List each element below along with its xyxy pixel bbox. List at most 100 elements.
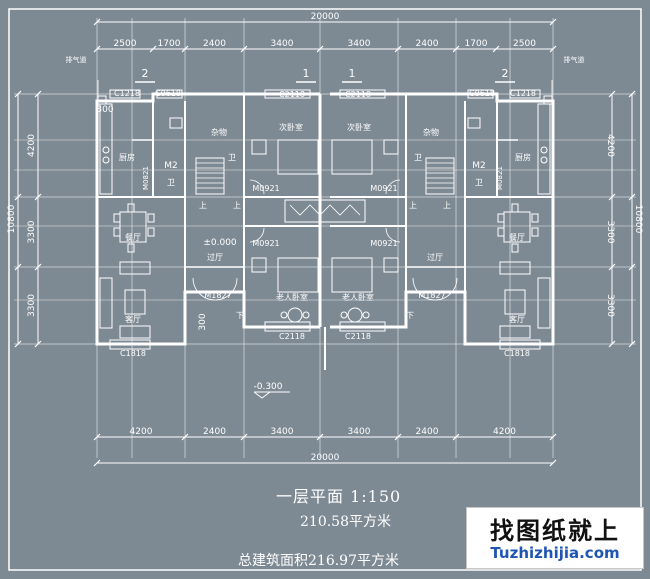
- dim-tick: [14, 193, 22, 201]
- dim-small-300: 300: [96, 105, 113, 115]
- toilet: [169, 117, 183, 129]
- door-swing: [192, 277, 216, 301]
- watermark-brand: 找图纸就上 Tuzhizhijia.com: [466, 507, 644, 569]
- exhaust-duct: [543, 95, 553, 105]
- sofa: [537, 277, 551, 329]
- level-triangle: [253, 391, 272, 399]
- dim-left-segment: 4200: [27, 134, 37, 157]
- dining-chair: [147, 227, 155, 237]
- room-label-exhaust: 排气道: [564, 55, 585, 64]
- window: [339, 89, 386, 99]
- window: [339, 321, 386, 332]
- nightstand: [383, 257, 399, 273]
- dim-tick: [34, 193, 42, 201]
- section-mark: 1: [349, 67, 356, 80]
- dining-chair: [113, 227, 121, 237]
- section-mark: 2: [502, 67, 509, 80]
- tv-cabinet: [119, 261, 151, 275]
- room-label-storage: 杂物: [211, 127, 227, 137]
- dim-tick: [608, 263, 616, 271]
- dim-tick: [394, 433, 402, 441]
- window-label-c2118: C2118: [279, 90, 305, 99]
- door-label-m1827: M1827: [204, 291, 231, 300]
- bed: [277, 257, 319, 293]
- dim-tick: [628, 340, 636, 348]
- dim-tick: [14, 263, 22, 271]
- bed: [331, 139, 373, 175]
- dim-small-300: 300: [198, 313, 208, 330]
- stove-burner: [540, 156, 548, 164]
- dim-right-segment: 3300: [605, 294, 615, 317]
- window-label-c2118: C2118: [345, 332, 371, 341]
- armchair: [119, 325, 151, 339]
- window: [509, 89, 541, 99]
- dim-tick: [316, 45, 324, 53]
- window-label-c1218: C1218: [510, 89, 536, 98]
- dim-tick: [34, 90, 42, 98]
- door-label-m0921: M0921: [252, 184, 279, 193]
- dim-right-total: 10800: [633, 205, 643, 234]
- brand-url: Tuzhizhijia.com: [490, 544, 620, 562]
- stove-burner: [102, 146, 110, 154]
- window: [264, 321, 311, 332]
- dim-tick: [93, 433, 101, 441]
- round-table: [347, 307, 363, 323]
- total-area: 总建筑面积216.97平方米: [238, 553, 399, 569]
- dim-tick: [608, 340, 616, 348]
- window-label-c2118: C2118: [345, 90, 371, 99]
- section-mark: 1: [303, 67, 310, 80]
- room-label-wc: 卫: [228, 153, 236, 162]
- dim-left-segment: 3300: [27, 294, 37, 317]
- dim-tick: [452, 433, 460, 441]
- brand-cn: 找图纸就上: [490, 517, 620, 545]
- window-label-c0618: C0618: [469, 89, 495, 98]
- dining-chair: [127, 203, 135, 213]
- nightstand: [383, 139, 399, 155]
- round-table: [287, 307, 303, 323]
- dim-bottom-segment: 2400: [416, 427, 439, 437]
- dim-bottom-segment: 3400: [271, 427, 294, 437]
- dim-bottom-segment: 4200: [493, 427, 516, 437]
- dim-top-segment: 2500: [513, 39, 536, 49]
- room-label-storage: 杂物: [423, 127, 439, 137]
- door-swing: [385, 179, 401, 195]
- dim-left-total: 10800: [7, 204, 17, 233]
- dim-top-segment: 1700: [158, 39, 181, 49]
- stair-down-label: 下: [406, 311, 414, 320]
- room-label-dining: 餐厅: [125, 233, 141, 242]
- exterior-wall: [330, 92, 555, 197]
- dining-chair: [147, 213, 155, 223]
- dim-tick: [628, 263, 636, 271]
- plan-title: 一层平面 1:150: [276, 487, 402, 506]
- dining-chair: [531, 227, 539, 237]
- dim-tick: [608, 193, 616, 201]
- room-label-bedroom: 次卧室: [347, 122, 371, 132]
- stool: [280, 311, 288, 319]
- dim-tick: [240, 433, 248, 441]
- window-label-c1218: C1218: [114, 89, 140, 98]
- dim-top-segment: 2400: [416, 39, 439, 49]
- room-label-living: 客厅: [509, 314, 525, 324]
- door-label-m0921: M0921: [252, 239, 279, 248]
- dim-tick: [93, 18, 101, 26]
- dim-top-segment: 2500: [114, 39, 137, 49]
- dim-tick: [492, 45, 500, 53]
- bed: [331, 257, 373, 293]
- dim-left-segment: 3300: [27, 220, 37, 243]
- dim-tick: [149, 45, 157, 53]
- dim-tick: [549, 45, 557, 53]
- dim-tick: [240, 45, 248, 53]
- dim-top-total: 20000: [311, 12, 340, 22]
- dim-tick: [93, 45, 101, 53]
- dim-tick: [14, 90, 22, 98]
- stair-up-label: 上: [409, 201, 417, 210]
- toilet: [467, 117, 481, 129]
- dim-bottom-segment: 3400: [348, 427, 371, 437]
- stair-up-label: 上: [443, 201, 451, 210]
- dining-chair: [511, 243, 519, 253]
- room-label-dining: 餐厅: [509, 233, 525, 242]
- window-label-c0618: C0618: [155, 89, 181, 98]
- window: [109, 339, 151, 350]
- coffee-table: [124, 289, 146, 315]
